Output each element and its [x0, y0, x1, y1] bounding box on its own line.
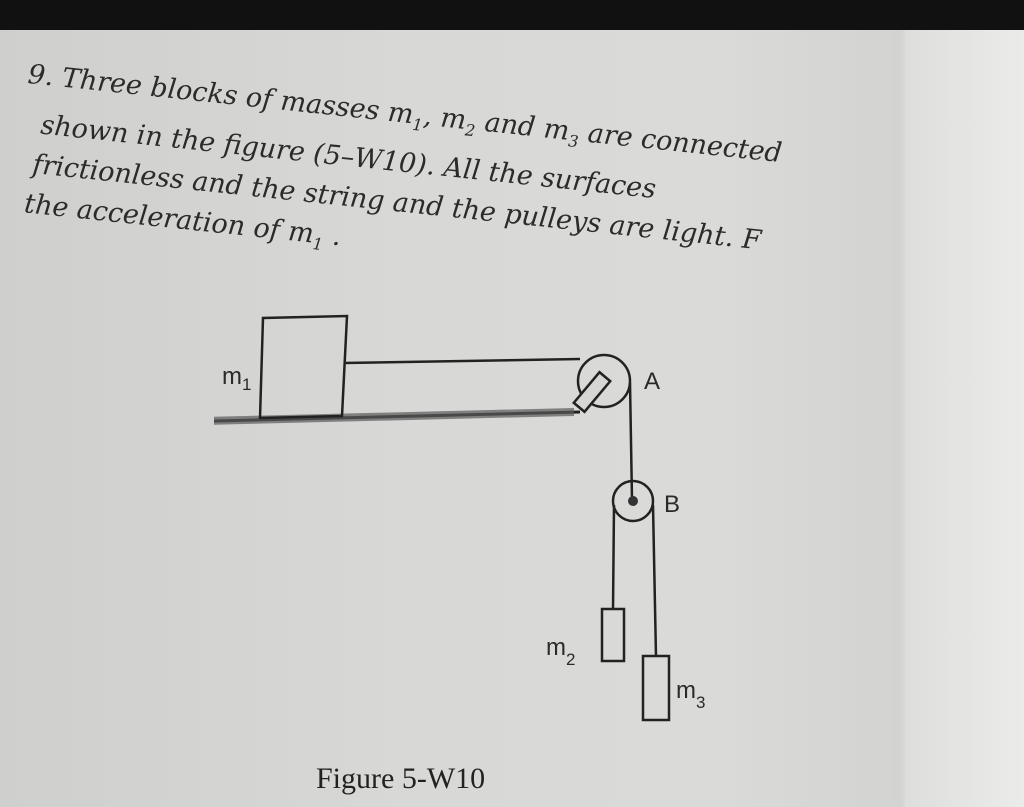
block-m3	[641, 654, 671, 722]
textbook-page	[0, 30, 1024, 807]
image-top-border	[0, 0, 1024, 30]
figure-caption: Figure 5-W10	[316, 762, 486, 795]
page-edge	[905, 30, 1024, 807]
string-to-m3	[651, 504, 658, 658]
label-pulley-a: A	[644, 368, 660, 395]
string-horizontal	[343, 357, 581, 365]
pulley-a	[572, 353, 632, 414]
label-m2: m2	[546, 634, 575, 669]
label-pulley-b: B	[664, 491, 680, 518]
string-vertical-ab	[628, 382, 634, 501]
horizontal-surface	[213, 407, 581, 425]
string-to-m2	[611, 504, 616, 611]
block-m1	[258, 314, 349, 420]
label-m1: m1	[222, 363, 251, 394]
pulley-b	[611, 479, 655, 523]
label-m3: m3	[676, 677, 705, 712]
block-m2	[600, 607, 626, 663]
